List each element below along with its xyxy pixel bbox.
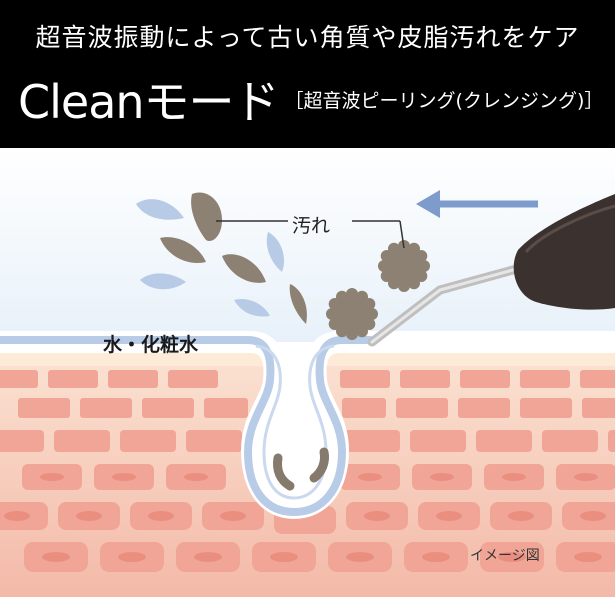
water-label: 水・化粧水 bbox=[103, 334, 199, 356]
image-note-label: イメージ図 bbox=[470, 548, 540, 564]
water-droplets bbox=[136, 199, 285, 317]
dirt-droplets bbox=[160, 192, 307, 324]
dirt-clump-small bbox=[326, 288, 378, 340]
dirt-label: 汚れ bbox=[292, 215, 331, 237]
sky-background bbox=[0, 148, 615, 353]
cell-nuclei bbox=[4, 473, 606, 562]
dirt-leader-line-down bbox=[399, 220, 405, 249]
left-arrow-icon bbox=[416, 190, 538, 218]
skin-illustration bbox=[0, 148, 615, 597]
dirt-in-pore-left bbox=[273, 453, 295, 491]
header-headline: 超音波振動によって古い角質や皮脂汚れをケア bbox=[35, 23, 580, 52]
water-layer bbox=[0, 336, 374, 517]
mode-name: Cleanモード bbox=[18, 75, 280, 129]
pore-inner-line bbox=[255, 344, 335, 500]
ultrasonic-device-icon bbox=[367, 194, 615, 347]
mode-subtitle: ［超音波ピーリング(クレンジング)］ bbox=[284, 89, 604, 112]
header-banner: 超音波振動によって古い角質や皮脂汚れをケア Cleanモード［超音波ピーリング(… bbox=[0, 0, 615, 148]
header-mode-line: Cleanモード［超音波ピーリング(クレンジング)］ bbox=[18, 66, 603, 132]
dirt-in-pore-right bbox=[309, 447, 329, 483]
